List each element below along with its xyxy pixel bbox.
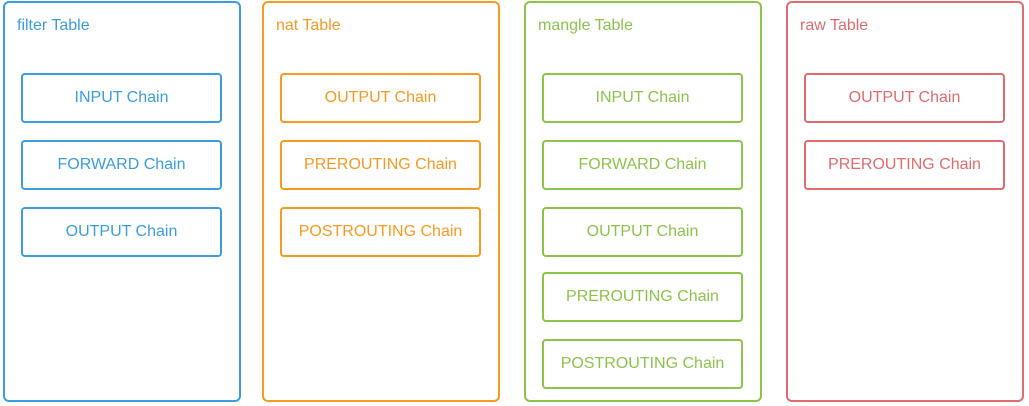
chain-box: OUTPUT Chain [280, 73, 481, 123]
nat-table-box: nat Table OUTPUT Chain PREROUTING Chain … [262, 1, 500, 402]
chain-box: POSTROUTING Chain [542, 339, 743, 389]
chain-box: INPUT Chain [21, 73, 222, 123]
chain-box: PREROUTING Chain [804, 140, 1005, 190]
chain-box: INPUT Chain [542, 73, 743, 123]
table-title: raw Table [800, 17, 869, 34]
raw-table-box: raw Table OUTPUT Chain PREROUTING Chain [786, 1, 1024, 402]
chain-box: POSTROUTING Chain [280, 207, 481, 257]
table-title: filter Table [17, 17, 90, 34]
table-title: nat Table [276, 17, 341, 34]
chain-box: OUTPUT Chain [21, 207, 222, 257]
chain-box: FORWARD Chain [21, 140, 222, 190]
chain-box: FORWARD Chain [542, 140, 743, 190]
chain-box: OUTPUT Chain [542, 207, 743, 257]
chain-box: PREROUTING Chain [542, 272, 743, 322]
mangle-table-box: mangle Table INPUT Chain FORWARD Chain O… [524, 1, 762, 402]
chain-box: OUTPUT Chain [804, 73, 1005, 123]
filter-table-box: filter Table INPUT Chain FORWARD Chain O… [3, 1, 241, 402]
chain-box: PREROUTING Chain [280, 140, 481, 190]
table-title: mangle Table [538, 17, 633, 34]
